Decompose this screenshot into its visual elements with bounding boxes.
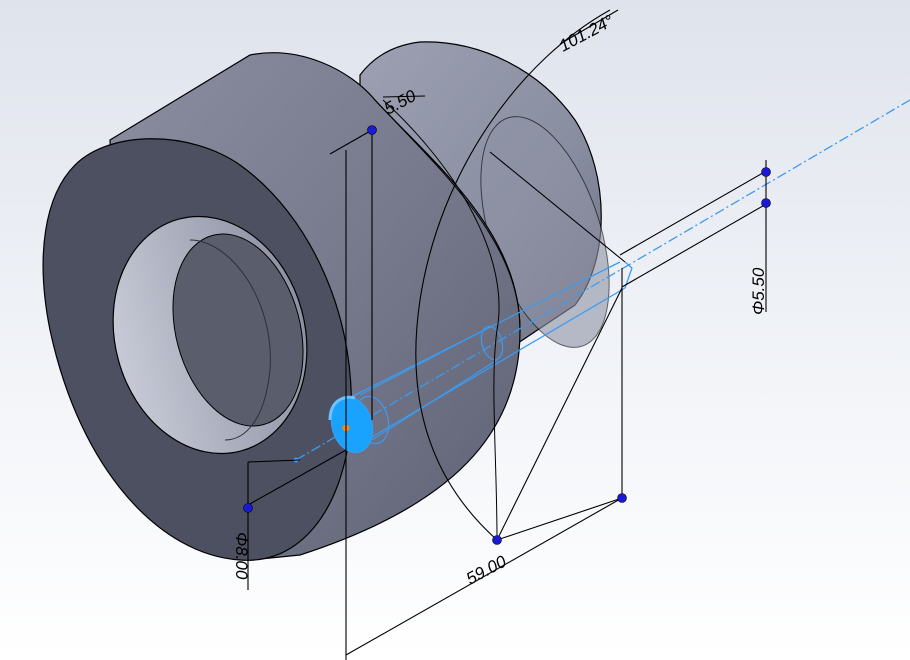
dimension-lines [247,9,769,660]
drag-handle-icon[interactable] [492,535,502,545]
center-bore[interactable] [87,195,333,476]
left-diameter-dimension[interactable]: Φ8.00 [232,532,251,580]
right-diameter-dimension[interactable]: Φ5.50 [749,267,768,315]
drag-handle-icon[interactable] [367,125,377,135]
drag-handles[interactable] [243,125,771,545]
cylinder-silhouette-edge [374,99,521,331]
drag-handle-icon[interactable] [761,167,771,177]
drag-handle-icon[interactable] [243,503,253,513]
drag-handle-icon[interactable] [761,198,771,208]
drag-handle-icon[interactable] [617,493,627,503]
length-dimension[interactable]: 59.00 [463,552,510,589]
angle-dimension[interactable]: 101.24° [556,11,617,55]
